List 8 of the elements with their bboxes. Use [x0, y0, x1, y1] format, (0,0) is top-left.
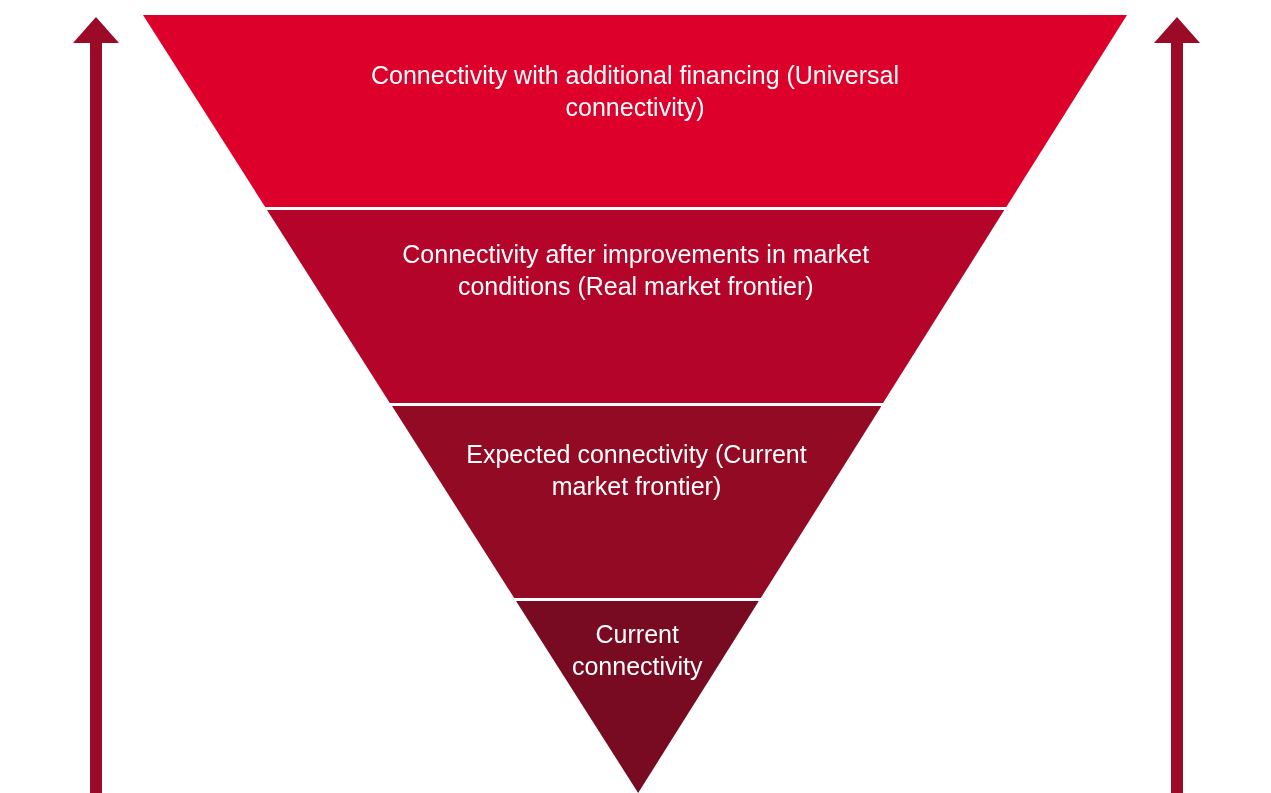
band-label: Expected connectivity (Current market frontier) — [465, 439, 808, 502]
funnel-band — [143, 15, 1127, 207]
band-label: Connectivity after improvements in market conditions (Real market frontier) — [401, 239, 871, 302]
funnel-band — [267, 210, 1005, 403]
funnel-tip — [515, 601, 759, 793]
funnel-band — [391, 406, 882, 598]
band-label: Connectivity with additional financing (Universal connectivity) — [369, 60, 900, 123]
band-label: Current connectivity — [570, 619, 704, 682]
